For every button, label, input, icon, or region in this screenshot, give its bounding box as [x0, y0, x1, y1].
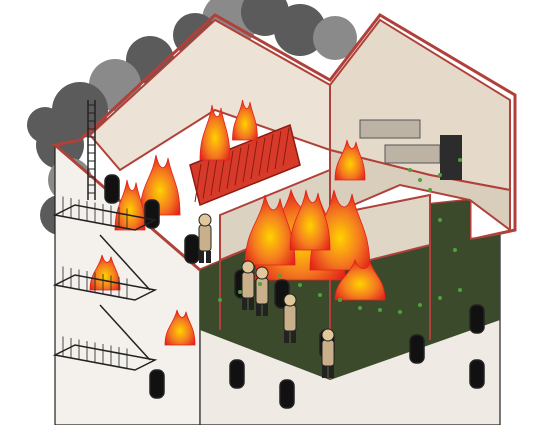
- stair-step: [282, 127, 290, 166]
- path-dot: [408, 168, 412, 172]
- fire-escape: [52, 100, 158, 371]
- firefighter: [321, 328, 335, 378]
- smoke-puff: [313, 16, 357, 60]
- flame: [164, 309, 196, 346]
- window: [469, 304, 485, 334]
- stair-step: [250, 140, 258, 179]
- stair-step: [218, 154, 226, 193]
- window: [149, 369, 165, 399]
- doorway: [440, 135, 462, 180]
- kitchen-counter: [359, 119, 421, 139]
- stair-step: [242, 144, 250, 183]
- stair-step: [226, 150, 234, 189]
- path-dot: [358, 306, 362, 310]
- stair-step: [258, 137, 266, 176]
- path-dot: [438, 218, 442, 222]
- path-dot: [458, 158, 462, 162]
- firefighter: [241, 260, 255, 310]
- path-dot: [298, 283, 302, 287]
- window: [104, 174, 120, 204]
- fire-escape-landing: [52, 274, 158, 301]
- flame: [289, 189, 331, 251]
- flame: [114, 179, 146, 231]
- stair-steps: [194, 127, 290, 203]
- stair-step: [266, 134, 274, 173]
- stair-step: [210, 157, 218, 196]
- window: [469, 359, 485, 389]
- firefighters: [198, 213, 335, 378]
- path-dot: [318, 293, 322, 297]
- window: [229, 359, 245, 389]
- path-dot: [428, 188, 432, 192]
- fire-escape-landing: [52, 204, 158, 231]
- stair-step: [274, 130, 282, 170]
- flame: [334, 258, 386, 301]
- smoke-puff: [27, 107, 63, 143]
- stair-step: [234, 147, 242, 186]
- path-dot: [438, 173, 442, 177]
- smoke-puff: [274, 4, 326, 56]
- window: [144, 199, 160, 229]
- path-dot: [453, 248, 457, 252]
- window: [279, 379, 295, 409]
- kitchen-counter: [384, 144, 441, 164]
- escape-stair: [99, 234, 151, 291]
- path-dot: [258, 282, 262, 286]
- path-dot: [438, 296, 442, 300]
- path-dot: [418, 178, 422, 182]
- flame: [89, 254, 121, 291]
- flame: [334, 139, 366, 181]
- flame: [232, 99, 258, 141]
- window: [409, 334, 425, 364]
- escape-stair: [99, 304, 151, 361]
- window: [184, 234, 200, 264]
- search-path-dots: [218, 158, 462, 314]
- firefighter: [283, 293, 297, 343]
- path-dot: [238, 290, 242, 294]
- facade-windows: [104, 174, 485, 409]
- path-dot: [338, 298, 342, 302]
- stair-step: [202, 160, 210, 199]
- path-dot: [398, 310, 402, 314]
- fire-flames: [89, 99, 386, 346]
- firefighter: [198, 213, 212, 263]
- path-dot: [378, 308, 382, 312]
- flame: [199, 104, 231, 161]
- stair-step: [194, 163, 202, 203]
- fire-escape-landing: [52, 344, 158, 371]
- path-dot: [278, 274, 282, 278]
- path-dot: [458, 288, 462, 292]
- cutaway-top-outline: [51, 13, 517, 272]
- path-dot: [218, 298, 222, 302]
- path-dot: [418, 303, 422, 307]
